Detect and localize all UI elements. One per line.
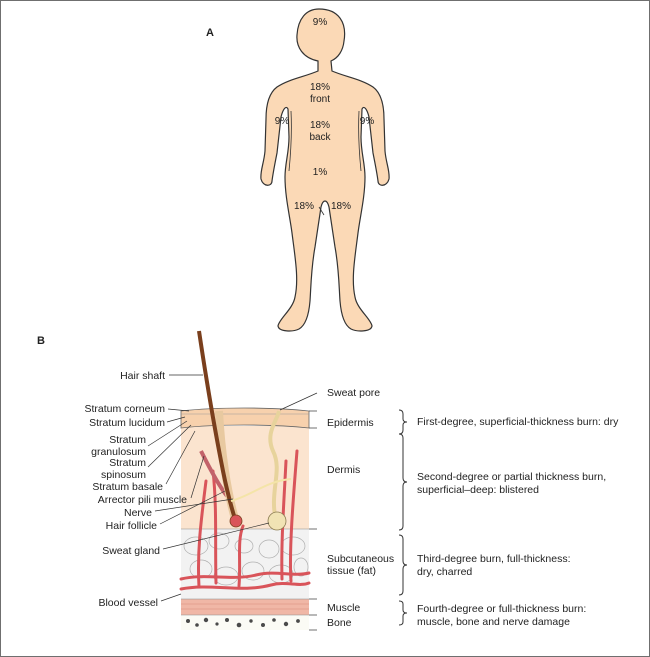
label-sweat-pore: Sweat pore [327,387,381,399]
dermis-layer [181,426,309,529]
burn-third-degree-2: dry, charred [417,566,473,578]
body-arm-line-left [288,110,292,172]
burn-third-degree-1: Third-degree burn, full-thickness: [417,553,571,565]
burn-braces [398,409,408,626]
panel-b-letter: B [37,335,45,347]
label-sweat-gland: Sweat gland [102,545,160,557]
label-stratum-corneum: Stratum corneum [84,403,165,415]
burn-second-degree-2: superficial–deep: blistered [417,484,539,496]
body-silhouette [260,8,390,332]
label-blood-vessel: Blood vessel [98,597,158,609]
pct-left-arm: 9% [359,116,375,127]
layer-ticks [309,410,317,631]
body-crotch-line [318,206,325,216]
epidermis-layer [180,407,310,429]
label-bone: Bone [327,617,352,629]
panel-a-letter: A [206,27,214,39]
body-figure [260,8,390,332]
pct-right-leg: 18% [293,201,314,212]
body-arm-line-right [358,110,362,172]
leader-lines [147,374,318,602]
label-stratum-spinosum-2: spinosum [101,469,146,481]
label-hair-follicle: Hair follicle [105,520,157,532]
label-subcutaneous-2: tissue (fat) [327,565,377,577]
label-stratum-lucidum: Stratum lucidum [89,417,165,429]
label-nerve: Nerve [123,507,152,519]
hair-bulb [229,514,243,528]
muscle-fibers [181,603,309,610]
muscle-layer [181,599,309,615]
pct-front-label: front [309,94,330,105]
burn-second-degree-1: Second-degree or partial thickness burn, [417,471,607,483]
label-subcutaneous-1: Subcutaneous [327,553,395,565]
burn-first-degree: First-degree, superficial-thickness burn… [417,416,619,428]
sweat-duct [268,410,281,522]
label-epidermis: Epidermis [327,417,374,429]
label-dermis: Dermis [327,464,361,476]
label-stratum-spinosum-1: Stratum [109,457,146,469]
pct-right-arm: 9% [274,116,290,127]
pct-head: 9% [312,17,328,28]
bone-texture [186,617,300,628]
nerve [230,478,292,502]
label-muscle: Muscle [327,602,361,614]
burn-fourth-degree-1: Fourth-degree or full-thickness burn: [417,603,587,615]
label-stratum-granulosum-2: granulosum [91,446,146,458]
fat-cells [183,532,309,586]
sweat-gland [267,511,287,531]
burn-fourth-degree-2: muscle, bone and nerve damage [417,616,570,628]
label-stratum-basale: Stratum basale [92,481,163,493]
hair-shaft [197,330,237,520]
label-hair-shaft: Hair shaft [120,370,165,382]
label-stratum-granulosum-1: Stratum [109,434,146,446]
pct-back-value: 18% [309,120,330,131]
pct-back-label: back [309,132,331,143]
bone-layer [181,615,309,630]
pct-left-leg: 18% [330,201,351,212]
pct-front-value: 18% [309,82,330,93]
label-arrector-pili: Arrector pili muscle [97,494,187,506]
pct-perineum: 1% [312,167,328,178]
